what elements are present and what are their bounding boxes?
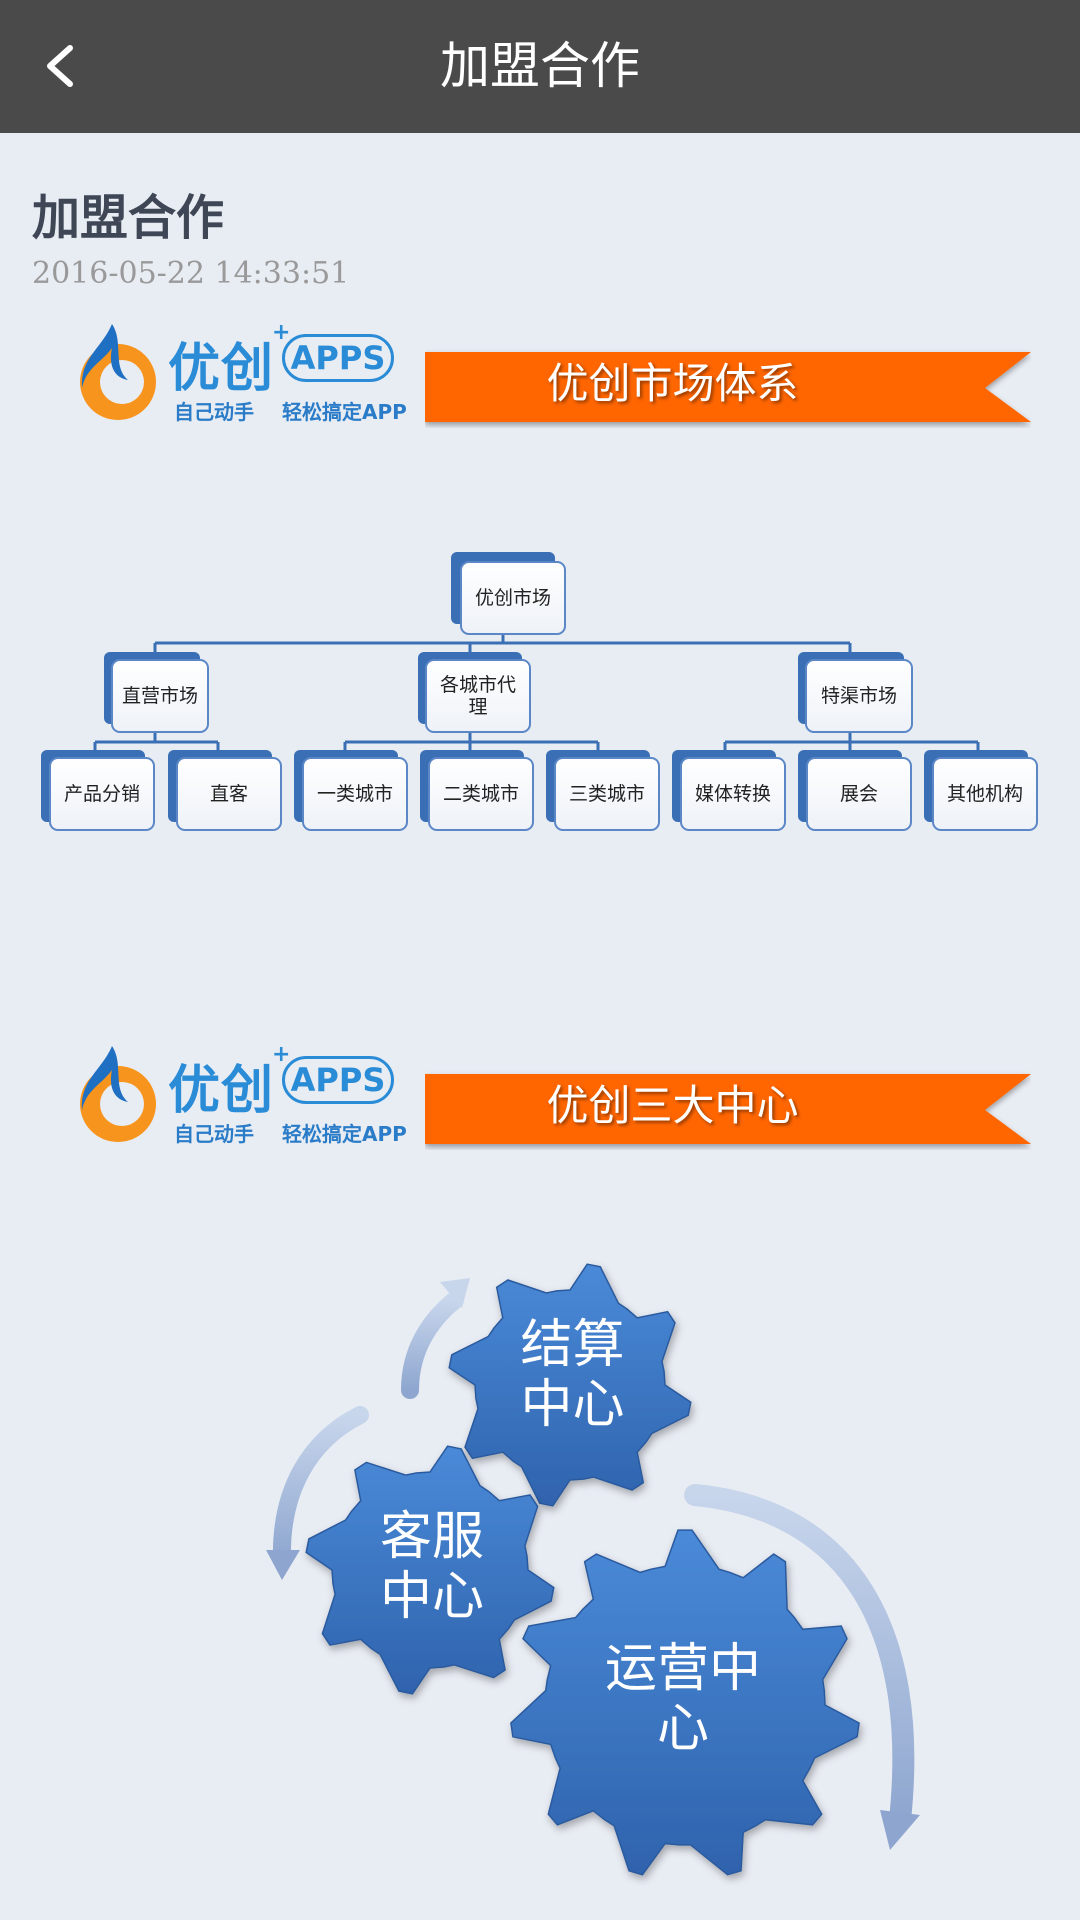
- logo-plus: +: [272, 320, 291, 345]
- banner-three-centers: 优创 + APPS 自己动手 轻松搞定APP 优创三大中心: [0, 1040, 1080, 1160]
- gear-service: [305, 1445, 555, 1695]
- banner-title: 优创市场体系: [546, 359, 799, 408]
- brand-logo: 优创 + APPS 自己动手 轻松搞定APP: [72, 318, 412, 438]
- org-chart-graphic: [41, 552, 1038, 831]
- article-date: 2016-05-22 14:33:51: [32, 256, 350, 291]
- article-title: 加盟合作: [32, 190, 225, 246]
- org-node-leaf: 二类城市: [442, 783, 519, 805]
- org-chart: 优创市场 直营市场 各城市代理 特渠市场 产品分销 直客 一类城市 二类城市 三…: [0, 540, 1080, 860]
- brand-logo: 优创 + APPS 自己动手 轻松搞定APP: [72, 1040, 412, 1160]
- flame-logo-icon: [80, 324, 156, 420]
- org-node-leaf: 三类城市: [568, 783, 645, 805]
- logo-apps: APPS: [282, 1056, 394, 1104]
- center-settlement-text: 结算中心: [520, 1315, 625, 1435]
- logo-name: 优创: [168, 1061, 275, 1121]
- logo-slogan-right: 轻松搞定APP: [282, 400, 407, 424]
- logo-slogan-left: 自己动手: [174, 400, 254, 424]
- org-node-leaf: 产品分销: [63, 783, 140, 805]
- logo-plus: +: [272, 1042, 291, 1067]
- center-service-text: 客服中心: [379, 1507, 484, 1627]
- logo-name: 优创: [168, 339, 275, 399]
- three-centers-graphic: 结算中心 客服中心 运营中心: [0, 1250, 1080, 1920]
- banner-title: 优创三大中心: [546, 1081, 799, 1130]
- gear-shape: [510, 1529, 860, 1876]
- page-title: 加盟合作: [440, 37, 640, 95]
- org-node-root: 优创市场: [474, 587, 551, 609]
- back-button[interactable]: [30, 30, 110, 102]
- gear-settlement: [448, 1263, 692, 1507]
- center-operations-text: 运营中心: [604, 1639, 761, 1759]
- logo-slogan-right: 轻松搞定APP: [282, 1122, 407, 1146]
- gears-graphic: [266, 1263, 920, 1876]
- center-service-label: 客服中心: [372, 1507, 492, 1628]
- ribbon-shape: [425, 352, 1031, 422]
- org-node-leaf: 其他机构: [946, 783, 1023, 805]
- org-node-city-agent: 各城市代理: [439, 674, 516, 718]
- center-operations-label: 运营中心: [598, 1639, 768, 1760]
- banner-market-system: 优创 + APPS 自己动手 轻松搞定APP 优创市场体系: [0, 318, 1080, 438]
- logo-slogan-left: 自己动手: [174, 1122, 254, 1146]
- org-node-leaf: 直客: [209, 783, 248, 805]
- chevron-left-icon: [47, 45, 73, 87]
- org-node-direct: 直营市场: [121, 685, 198, 707]
- top-nav-bar: 加盟合作: [0, 0, 1080, 133]
- org-node-leaf: 媒体转换: [694, 783, 771, 805]
- gear-shape: [305, 1445, 555, 1695]
- org-node-leaf: 一类城市: [316, 783, 393, 805]
- logo-apps: APPS: [282, 334, 394, 382]
- gear-operations: [510, 1529, 860, 1876]
- org-node-leaf: 展会: [839, 783, 878, 805]
- flame-logo-icon: [80, 1046, 156, 1142]
- ribbon-shape: [425, 1074, 1031, 1144]
- org-node-special: 特渠市场: [820, 685, 897, 707]
- gear-shape: [448, 1263, 692, 1507]
- center-settlement-label: 结算中心: [500, 1315, 645, 1436]
